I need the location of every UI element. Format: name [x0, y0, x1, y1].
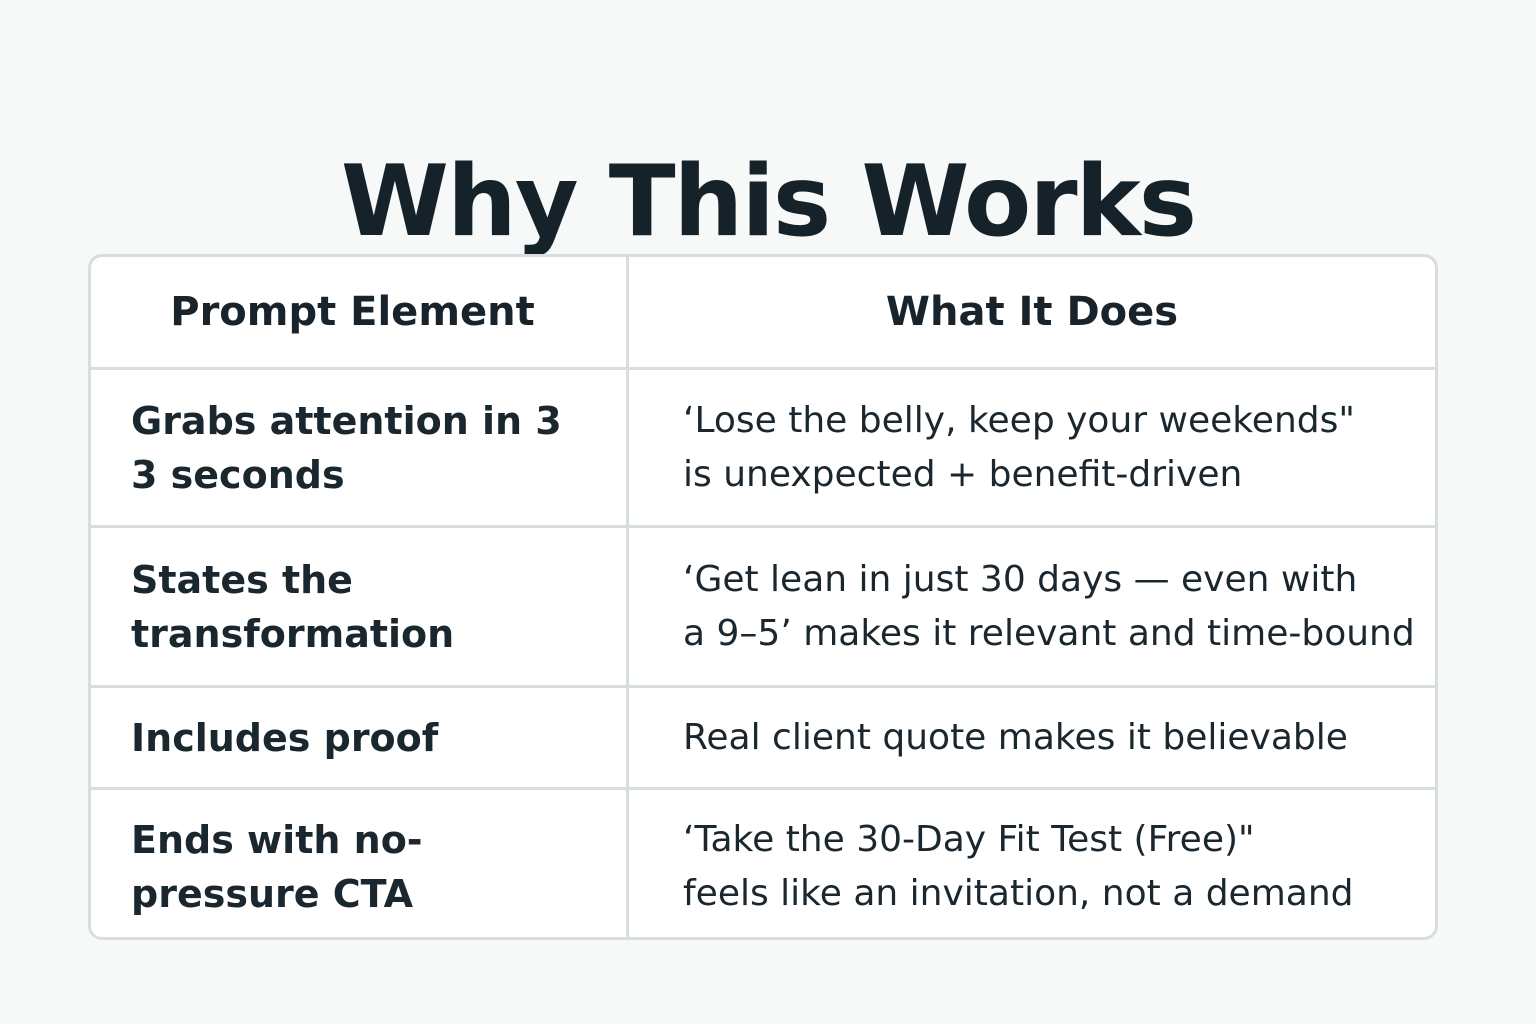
- table-row: Grabs attention in 3 3 seconds ‘Lose the…: [91, 367, 1435, 525]
- description-line: ‘Get lean in just 30 days — even with: [683, 558, 1358, 600]
- table-row: Ends with no- pressure CTA ‘Take the 30-…: [91, 787, 1435, 937]
- comparison-table: Prompt Element What It Does Grabs attent…: [88, 254, 1438, 940]
- prompt-element-line: Ends with no-: [131, 817, 423, 862]
- description-cell: Real client quote makes it believable: [629, 688, 1435, 787]
- description-cell: ‘Lose the belly, keep your weekends" is …: [629, 370, 1435, 525]
- description-line: ‘Take the 30-Day Fit Test (Free)": [683, 818, 1255, 860]
- description-line: Real client quote makes it believable: [683, 716, 1348, 758]
- table-row: Includes proof Real client quote makes i…: [91, 685, 1435, 787]
- description-line: is unexpected + benefit-driven: [683, 453, 1243, 495]
- header-what-it-does: What It Does: [885, 289, 1179, 335]
- prompt-element-cell: States the transformation: [91, 528, 629, 685]
- header-prompt-element: Prompt Element: [91, 257, 629, 367]
- prompt-element-cell: Grabs attention in 3 3 seconds: [91, 370, 629, 525]
- table-header-row: Prompt Element What It Does: [91, 257, 1435, 367]
- prompt-element-line: transformation: [131, 611, 455, 656]
- description-line: a 9–5’ makes it relevant and time-bound: [683, 612, 1415, 654]
- prompt-element-line: Grabs attention in 3: [131, 398, 562, 443]
- description-line: ‘Lose the belly, keep your weekends": [683, 399, 1355, 441]
- description-line: feels like an invitation, not a demand: [683, 872, 1354, 914]
- description-cell: ‘Get lean in just 30 days — even with a …: [629, 528, 1435, 685]
- prompt-element-line: Includes proof: [131, 715, 439, 760]
- prompt-element-line: pressure CTA: [131, 871, 414, 916]
- page-title: Why This Works: [340, 144, 1197, 259]
- prompt-element-line: 3 seconds: [131, 452, 345, 497]
- table-row: States the transformation ‘Get lean in j…: [91, 525, 1435, 685]
- prompt-element-cell: Ends with no- pressure CTA: [91, 790, 629, 937]
- prompt-element-line: States the: [131, 557, 353, 602]
- prompt-element-cell: Includes proof: [91, 688, 629, 787]
- description-cell: ‘Take the 30-Day Fit Test (Free)" feels …: [629, 790, 1435, 937]
